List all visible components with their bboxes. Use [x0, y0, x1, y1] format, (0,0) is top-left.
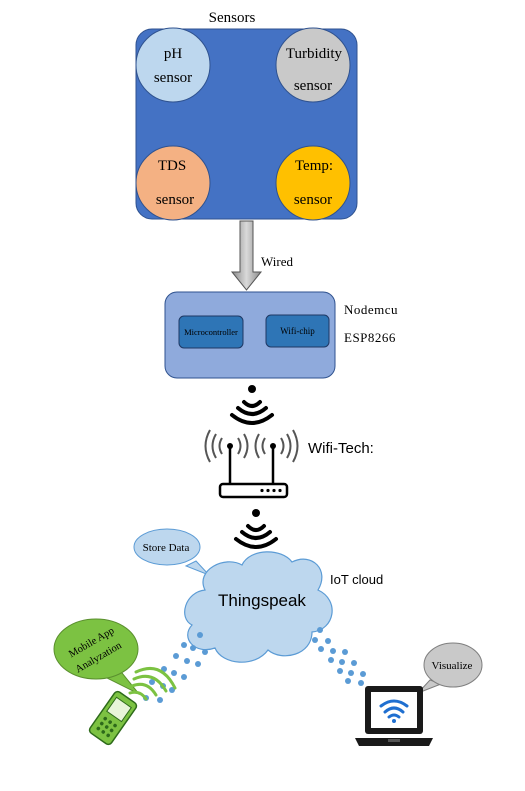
microcontroller-label: Microcontroller: [184, 327, 238, 337]
nodemcu-model: ESP8266: [344, 330, 396, 345]
phone-signal-waves: [128, 667, 177, 701]
turbidity-sensor-label-1: Turbidity: [286, 46, 343, 62]
mobile-app-bubble: Mobile App Analyzation: [53, 618, 140, 695]
dotted-link-right: [312, 627, 366, 686]
wired-arrow: [230, 220, 263, 291]
store-data-label: Store Data: [143, 542, 190, 554]
thingspeak-label: Thingspeak: [218, 591, 306, 610]
wifi-chip-label: Wifi-chip: [280, 326, 315, 336]
temp-sensor-label-1: Temp:: [295, 158, 333, 174]
sensors-heading: Sensors: [209, 10, 256, 26]
turbidity-sensor: Turbidity sensor: [275, 27, 351, 103]
tds-sensor-label-2: sensor: [156, 192, 194, 208]
router-icon: [204, 429, 299, 499]
nodemcu-title: Nodemcu: [344, 302, 398, 317]
mobile-phone-icon: [88, 690, 138, 746]
temp-sensor-label-2: sensor: [294, 192, 332, 208]
wifi-tech-label: Wifi-Tech:: [308, 440, 374, 457]
turbidity-sensor-label-2: sensor: [294, 78, 332, 94]
wifi-signal-icon: [230, 385, 274, 425]
wifi-chip: [265, 314, 330, 348]
visualize-bubble: Visualize: [417, 642, 483, 694]
store-data-bubble: Store Data: [133, 528, 210, 576]
wifi-icon: [379, 699, 409, 719]
visualize-label: Visualize: [432, 660, 473, 672]
iot-cloud-label: IoT cloud: [330, 572, 383, 587]
temp-sensor: Temp: sensor: [275, 145, 351, 221]
ph-sensor: pH sensor: [135, 27, 211, 103]
wifi-icon-dot: [392, 719, 396, 723]
ph-sensor-label-2: sensor: [154, 70, 192, 86]
wifi-signal-icon-2: [234, 509, 278, 549]
tds-sensor: TDS sensor: [135, 145, 211, 221]
thingspeak-cloud: [184, 551, 333, 663]
tds-sensor-label-1: TDS: [158, 158, 186, 174]
wired-label: Wired: [261, 254, 293, 269]
nodemcu-board: [164, 291, 336, 379]
microcontroller-chip: [178, 315, 244, 349]
ph-sensor-label-1: pH: [164, 46, 183, 62]
